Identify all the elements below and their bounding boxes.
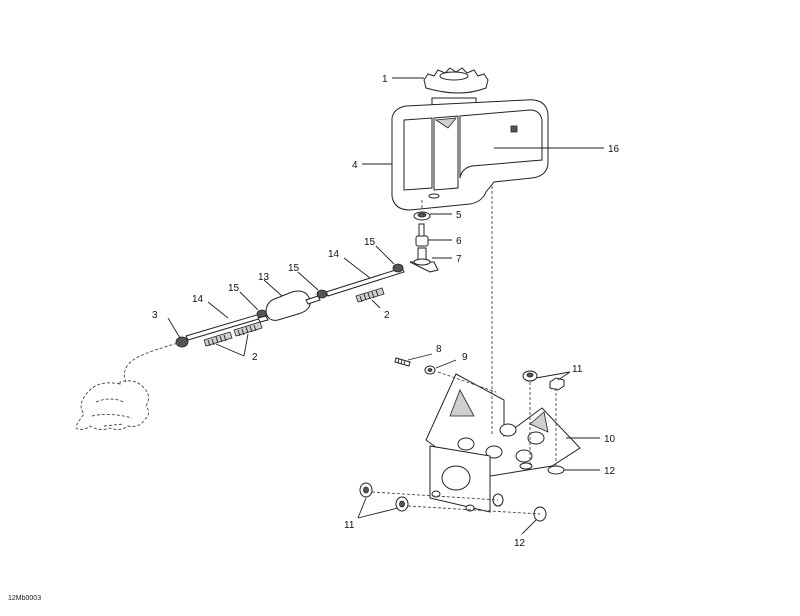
inline-filter [257, 290, 321, 323]
washer-9 [424, 365, 436, 375]
callout-11-b: 11 [344, 520, 355, 531]
callout-15-c: 15 [228, 283, 240, 294]
tank-cap [423, 67, 489, 94]
callout-6: 6 [456, 236, 462, 247]
callout-14-b: 14 [192, 294, 204, 305]
washer-12-c [519, 462, 533, 470]
callout-15-a: 15 [364, 237, 376, 248]
callout-12-b: 12 [514, 538, 526, 549]
bolt [394, 357, 411, 367]
callout-3: 3 [152, 310, 158, 321]
spiral-wrap-upper [355, 287, 385, 303]
callout-4: 4 [352, 160, 358, 171]
clamp-15-a [392, 263, 404, 273]
mounting-bracket [425, 373, 581, 513]
callout-16: 16 [608, 144, 620, 155]
callout-2-a: 2 [384, 310, 390, 321]
callout-5: 5 [456, 210, 462, 221]
callout-9: 9 [462, 352, 468, 363]
nut-11-d [395, 496, 409, 512]
drawing-reference-code: 12Mb0003 [8, 595, 42, 602]
callout-12-a: 12 [604, 466, 616, 477]
spiral-wrap-lower [203, 331, 233, 347]
elbow-fitting [409, 247, 439, 273]
callout-10: 10 [604, 434, 616, 445]
engine-outline [75, 341, 183, 431]
callout-2-b: 2 [252, 352, 258, 363]
callout-14-a: 14 [328, 249, 340, 260]
leader-lines [167, 77, 604, 535]
callout-11-a: 11 [572, 364, 583, 375]
nut-11-a [522, 370, 538, 382]
callout-15-b: 15 [288, 263, 300, 274]
callout-labels: 1 4 16 5 6 7 15 14 15 13 15 14 3 2 2 8 9… [152, 74, 620, 549]
callout-8: 8 [436, 344, 442, 355]
washer-12-a [547, 465, 565, 475]
nut-11-b [549, 377, 565, 391]
assembly-lines [371, 186, 557, 515]
nut-11-c [359, 482, 373, 498]
fitting-rod [415, 223, 429, 247]
clamp-15-b [316, 289, 328, 299]
callout-1: 1 [382, 74, 388, 85]
oil-tank [391, 97, 549, 211]
hose-upper [325, 267, 405, 297]
grommet [413, 211, 431, 221]
callout-13: 13 [258, 272, 270, 283]
spiral-wrap-middle [233, 321, 263, 337]
callout-7: 7 [456, 254, 462, 265]
